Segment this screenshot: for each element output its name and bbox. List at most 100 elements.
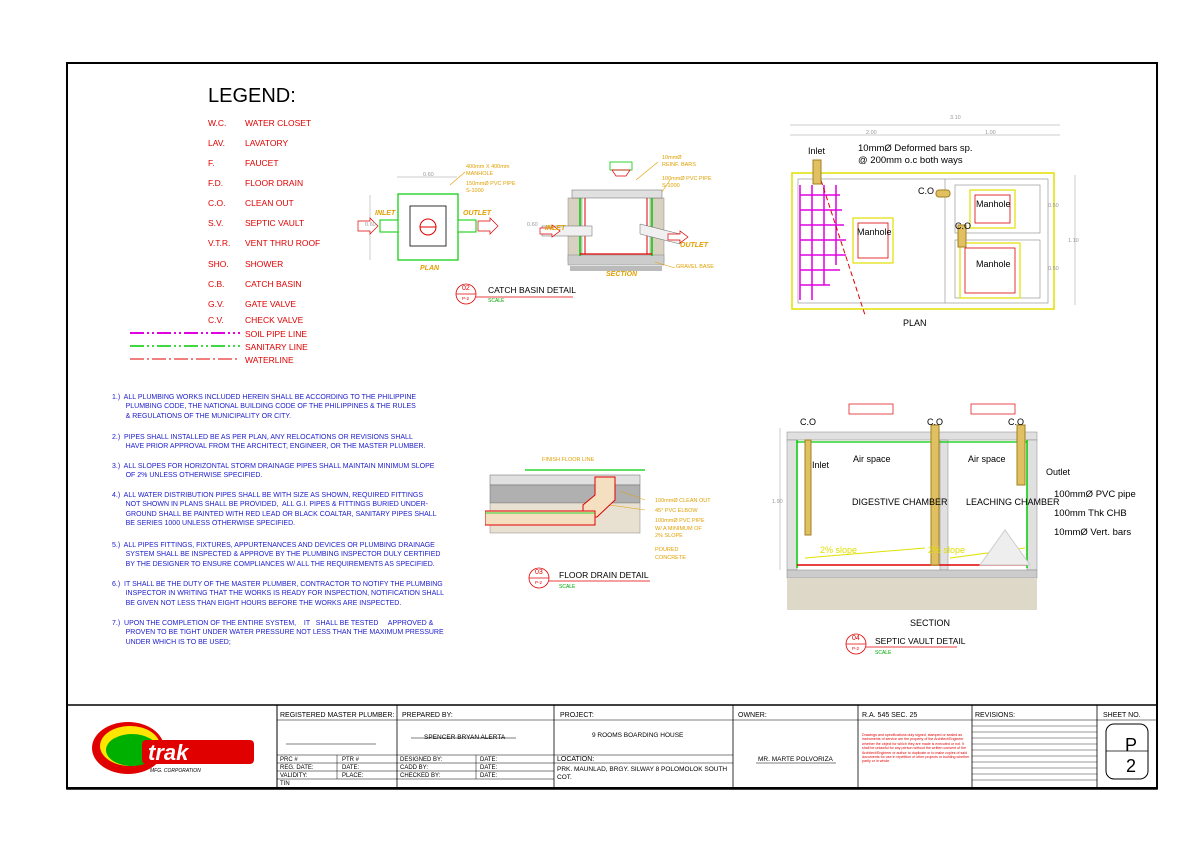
fd-callout-elbow: 45° PVC ELBOW — [655, 508, 698, 514]
legend-abbr: G.V. — [208, 299, 225, 309]
tb-ptr: PTR # — [342, 757, 360, 763]
legend-waterline-label: WATERLINE — [245, 355, 294, 365]
sp-bars-note: 10mmØ Deformed bars sp. @ 200mm o.c both… — [858, 143, 973, 166]
legend-abbr: C.O. — [208, 198, 226, 208]
fd-callout-concrete: POURED CONCRETE — [655, 547, 686, 561]
tb-location: LOCATION: — [557, 756, 595, 763]
legend-abbr: LAV. — [208, 138, 226, 148]
cb-section-label: SECTION — [606, 271, 638, 278]
cb-detail-sheet: P-2 — [462, 296, 470, 301]
tb-checked-by: CHECKED BY: — [400, 773, 441, 779]
sp-dim-right: 1.00 — [985, 130, 996, 136]
cb-plan-label: PLAN — [420, 265, 440, 272]
legend-abbr: F. — [208, 158, 215, 168]
tb-ra-note: Drawings and specifications duly signed,… — [862, 733, 970, 764]
septic-section-drawing — [779, 403, 1038, 610]
title-block-grid — [66, 704, 1158, 790]
company-logo: trak MFG. CORPORATION — [92, 722, 254, 774]
tb-prepared-by: PREPARED BY: — [402, 712, 453, 719]
note-4: 4.) ALL WATER DISTRIBUTION PIPES SHALL B… — [112, 492, 437, 528]
ss-leaching: LEACHING CHAMBER — [966, 497, 1060, 507]
tb-ra: R.A. 545 SEC. 25 — [862, 712, 918, 719]
ss-outlet: Outlet — [1046, 467, 1071, 477]
cb-detail-scale: SCALE — [488, 298, 505, 304]
note-6: 6.) IT SHALL BE THE DUTY OF THE MASTER P… — [112, 581, 445, 607]
ss-section-label: SECTION — [910, 618, 951, 628]
legend-sanitary-label: SANITARY LINE — [245, 342, 308, 352]
sv-detail-title: SEPTIC VAULT DETAIL — [875, 636, 966, 646]
tb-date-4: DATE: — [480, 773, 498, 779]
legend-abbr: C.V. — [208, 315, 224, 325]
septic-plan-drawing — [790, 124, 1076, 316]
legend-label: SEPTIC VAULT — [245, 218, 305, 228]
cb-plan-outlet: OUTLET — [463, 210, 491, 217]
fd-callout-cleanout: 100mmØ CLEAN OUT — [655, 498, 711, 504]
ss-slope-1: 2% slope — [820, 545, 858, 555]
tb-validity: VALIDITY: — [280, 773, 308, 779]
fd-finish-floor: FINISH FLOOR LINE — [542, 457, 595, 463]
tb-registered-master-plumber: REGISTERED MASTER PLUMBER: — [280, 712, 395, 719]
tb-tin: TIN — [280, 781, 290, 787]
ss-co-1: C.O — [800, 417, 817, 427]
sp-co-1: C.O — [918, 186, 935, 196]
cb-dim-height-section: 0.60 — [527, 222, 538, 228]
legend-abbr: V.T.R. — [208, 238, 231, 248]
catch-basin-detail — [357, 161, 689, 271]
note-1: 1.) ALL PLUMBING WORKS INCLUDED HEREIN S… — [112, 394, 417, 420]
drawing-frame — [66, 62, 1158, 789]
tb-owner: OWNER: — [738, 712, 767, 719]
cb-detail-no: 02 — [462, 285, 470, 292]
cb-plan-inlet: INLET — [375, 210, 396, 217]
legend-abbr: SHO. — [208, 259, 229, 269]
tb-owner-name: MR. MARTE POLVORIZA — [758, 756, 833, 763]
legend-label: FAUCET — [245, 158, 279, 168]
fd-detail-no: 03 — [535, 569, 543, 576]
tb-sheet-number: 2 — [1125, 756, 1136, 776]
sv-detail-sheet: P-2 — [852, 646, 860, 651]
cb-callout-pipe: 150mmØ PVC PIPE S-1000 — [466, 181, 516, 194]
note-3: 3.) ALL SLOPES FOR HORIZONTAL STORM DRAI… — [112, 463, 435, 480]
ss-air-space-1: Air space — [853, 454, 891, 464]
legend-label: SHOWER — [245, 259, 284, 269]
ss-inlet: Inlet — [812, 460, 830, 470]
ss-digestive: DIGESTIVE CHAMBER — [852, 497, 948, 507]
fd-detail-title: FLOOR DRAIN DETAIL — [559, 570, 649, 580]
sp-dim-r1: 0.50 — [1048, 203, 1059, 209]
legend-label: CATCH BASIN — [245, 279, 302, 289]
legend-line-samples — [130, 332, 240, 360]
legend-label: CLEAN OUT — [245, 198, 294, 208]
legend-label: LAVATORY — [245, 138, 289, 148]
ss-pipe: 100mmØ PVC pipe — [1054, 489, 1136, 500]
sp-dim-left: 2.00 — [866, 130, 877, 136]
legend-abbr: F.D. — [208, 178, 224, 188]
ss-chb: 100mm Thk CHB — [1054, 508, 1127, 519]
sp-dim-r2: 1.10 — [1068, 238, 1079, 244]
fd-detail-sheet: P-2 — [535, 580, 543, 585]
legend-abbr: W.C. — [208, 118, 227, 128]
ss-air-space-2: Air space — [968, 454, 1006, 464]
sp-manhole-2: Manhole — [976, 199, 1011, 209]
tb-project-name: 9 ROOMS BOARDING HOUSE — [592, 732, 684, 739]
sp-manhole-3: Manhole — [976, 259, 1011, 269]
tb-date-2: DATE: — [480, 757, 498, 763]
tb-revisions: REVISIONS: — [975, 712, 1016, 719]
floor-drain-detail — [485, 469, 646, 534]
catch-basin-plan — [357, 171, 499, 261]
tb-project: PROJECT: — [560, 712, 594, 719]
catch-basin-detail-bubble — [455, 283, 573, 305]
cb-dim-height: 0.60 — [365, 222, 376, 228]
legend-label: CHECK VALVE — [245, 315, 304, 325]
sp-co-2: C.O — [955, 221, 972, 231]
note-5: 5.) ALL PIPES FITTINGS, FIXTURES, APPURT… — [112, 542, 441, 568]
tb-sheet-letter: P — [1124, 735, 1137, 755]
ss-slope-2: 2% slope — [928, 545, 966, 555]
legend-abbr: C.B. — [208, 279, 225, 289]
legend-label: FLOOR DRAIN — [245, 178, 304, 188]
cb-callout-pipe2: 100mmØ PVC PIPE S-1000 — [662, 176, 712, 189]
legend-label: VENT THRU ROOF — [245, 238, 321, 248]
legend-abbr: S.V. — [208, 218, 224, 228]
note-7: 7.) UPON THE COMPLETION OF THE ENTIRE SY… — [112, 620, 444, 646]
ss-co-3: C.O — [1008, 417, 1025, 427]
tb-reg-date: REG. DATE: — [280, 765, 314, 771]
tb-date-1: DATE: — [342, 765, 360, 771]
